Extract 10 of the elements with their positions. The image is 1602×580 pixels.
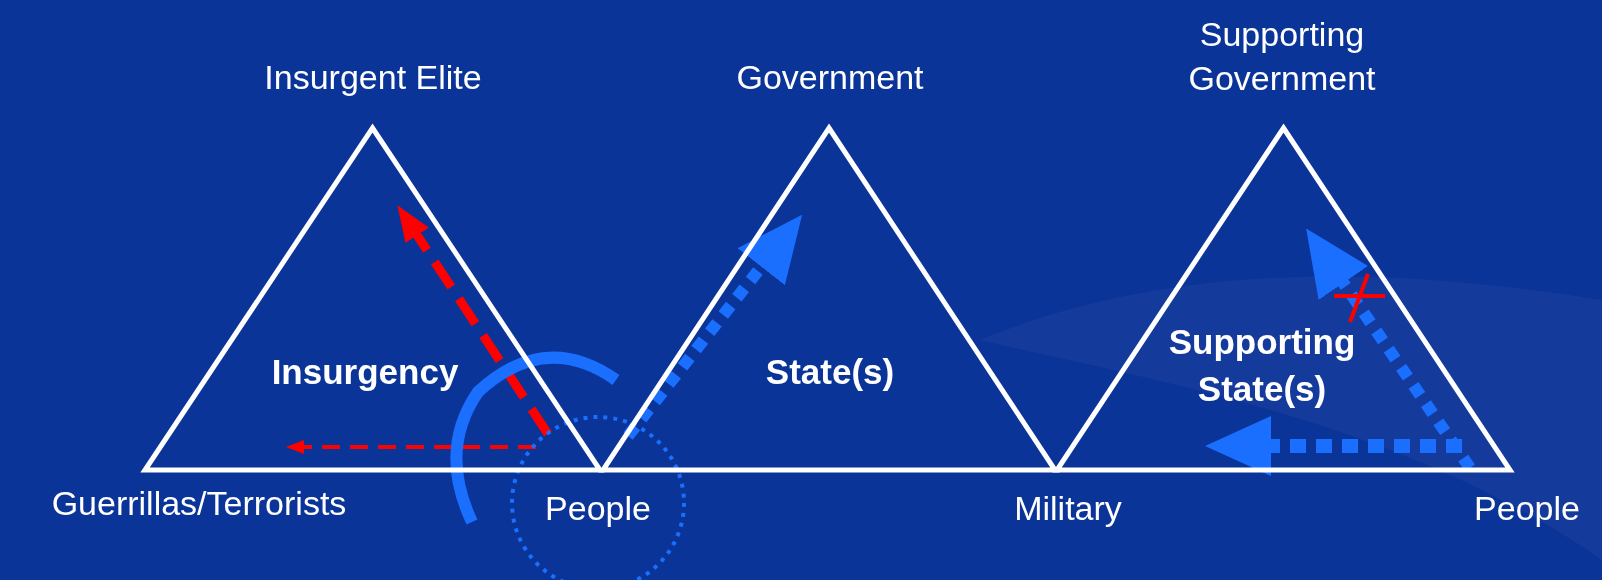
vertex-label: Guerrillas/Terrorists	[51, 482, 347, 524]
triangle-label: Insurgency	[270, 351, 460, 393]
vertex-label: People	[545, 487, 651, 529]
vertex-label: Insurgent Elite	[264, 56, 482, 98]
vertex-label: Supporting Government	[1187, 13, 1377, 99]
vertex-label: Military	[1014, 487, 1122, 529]
triangle-label: Supporting State(s)	[1167, 321, 1357, 411]
vertex-label: People	[1474, 487, 1580, 529]
triangle-label: State(s)	[764, 351, 896, 393]
vertex-label: Government	[736, 56, 924, 98]
